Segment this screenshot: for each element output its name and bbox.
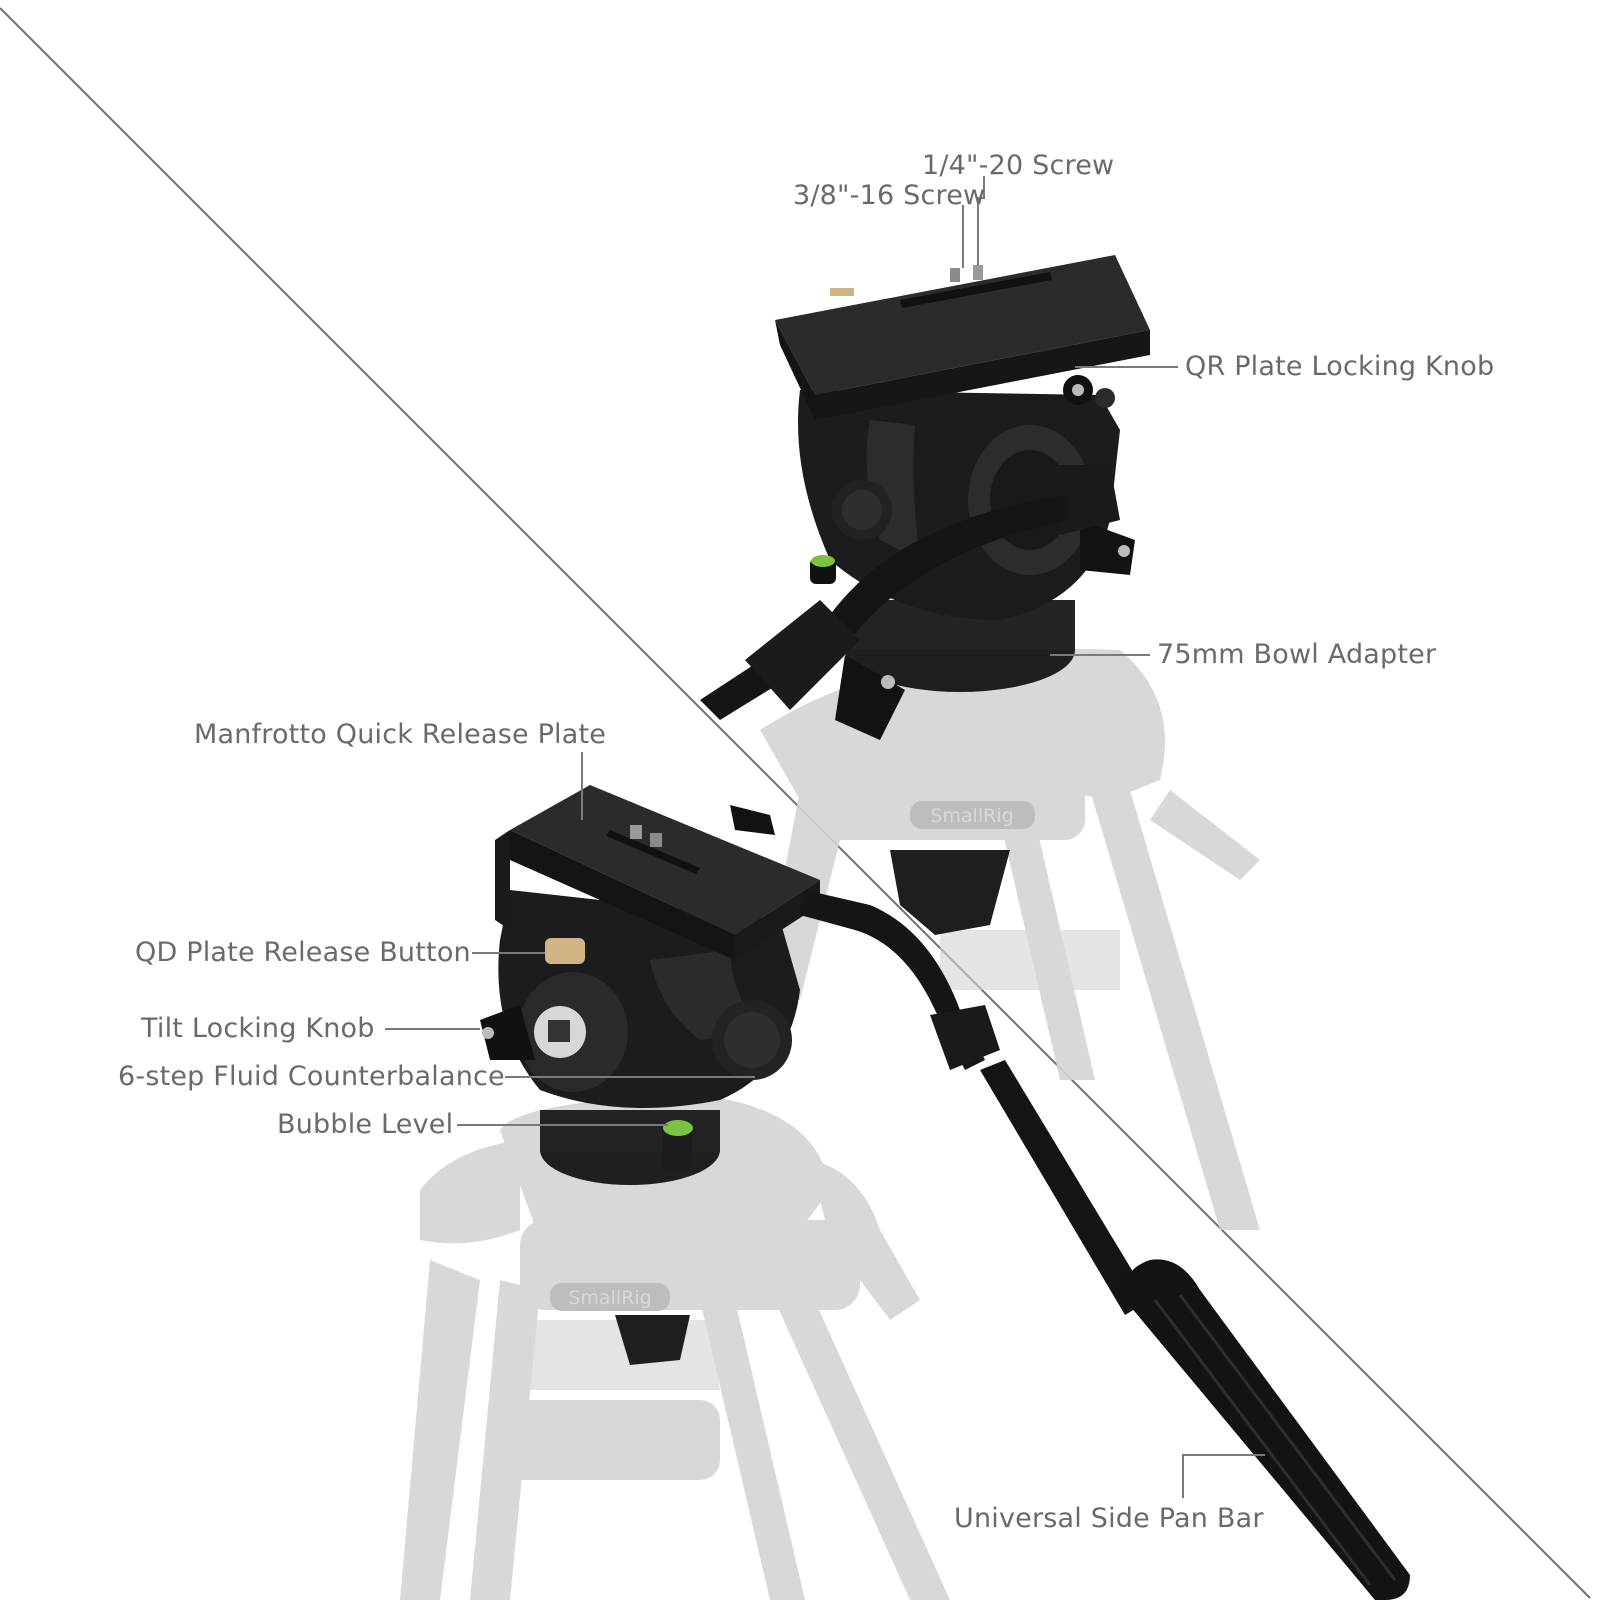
diagonal-divider — [0, 7, 1591, 1599]
callout-tilt-locking-knob: Tilt Locking Knob — [141, 1013, 375, 1044]
callout-qd-plate-release-button: QD Plate Release Button — [135, 937, 471, 968]
callout-fluid-counterbalance: 6-step Fluid Counterbalance — [118, 1061, 505, 1092]
leader-lines — [385, 176, 1265, 1498]
top-bowl-stem — [890, 850, 1010, 935]
callout-side-pan-bar: Universal Side Pan Bar — [954, 1503, 1264, 1534]
bottom-bowl-stem — [615, 1315, 690, 1365]
top-tripod-ghost — [760, 649, 1260, 1230]
bottom-fluid-head — [480, 785, 820, 1185]
leader-side-pan-bar — [1182, 1454, 1265, 1498]
callout-bowl-adapter: 75mm Bowl Adapter — [1157, 639, 1437, 670]
callout-manfrotto-plate: Manfrotto Quick Release Plate — [194, 719, 607, 750]
callout-screw-quarter: 1/4"-20 Screw — [922, 150, 1115, 181]
top-pan-bar-clamp — [745, 600, 860, 710]
bottom-pan-bar — [800, 890, 1410, 1600]
callout-qr-plate-locking-knob: QR Plate Locking Knob — [1185, 351, 1495, 382]
top-logo-badge: SmallRig — [910, 801, 1035, 829]
leader-screw-quarter — [977, 176, 985, 265]
bottom-logo-badge: SmallRig — [550, 1283, 670, 1311]
callout-screw-three-eighths: 3/8"-16 Screw — [793, 180, 986, 211]
bottom-logo-text: SmallRig — [568, 1287, 651, 1309]
callout-bubble-level: Bubble Level — [277, 1109, 454, 1140]
top-logo-text: SmallRig — [930, 805, 1013, 827]
